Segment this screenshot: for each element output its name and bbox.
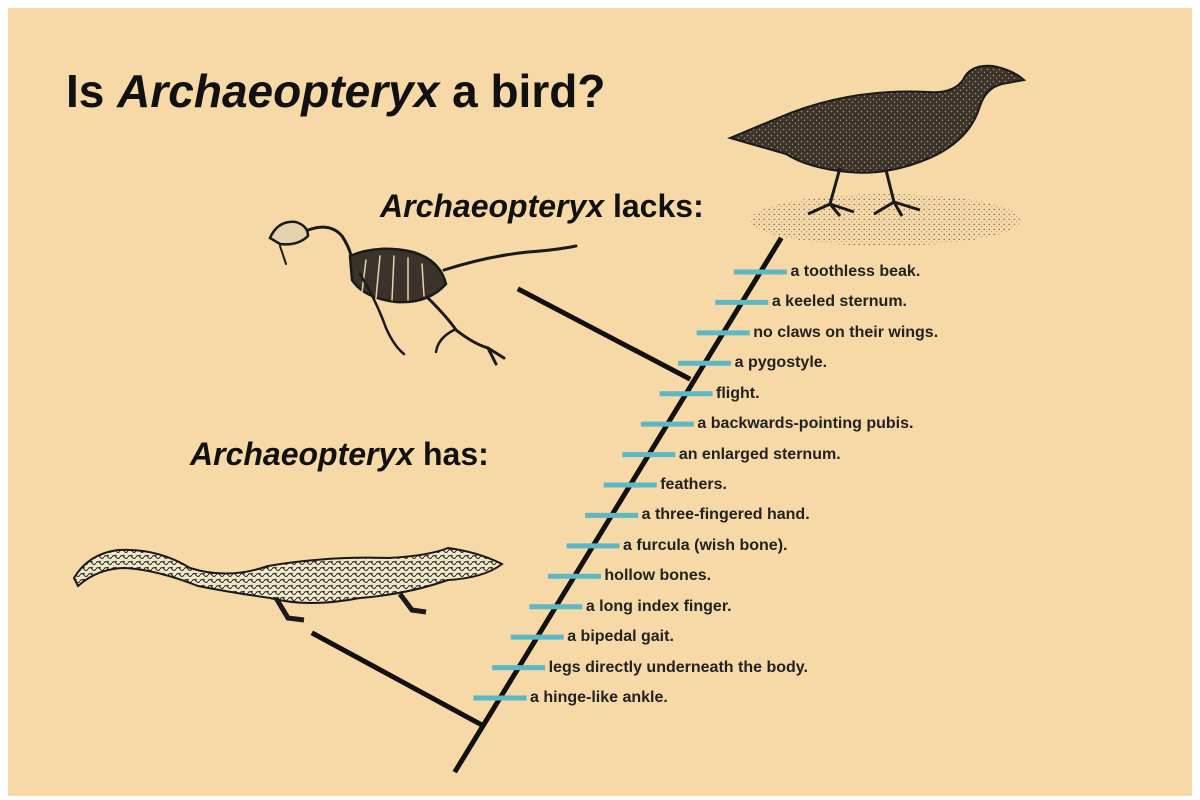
bird-body (730, 66, 1024, 173)
leg (428, 298, 504, 364)
crocodilian-branch (314, 634, 480, 724)
trait-label: a hinge-like ankle. (530, 688, 668, 708)
slide-title: Is Archaeopteryx a bird? (66, 64, 605, 118)
croc-body (74, 548, 502, 603)
crocodilian-drawing (74, 548, 502, 620)
lacks-heading: Archaeopteryx lacks: (380, 188, 704, 225)
tail (444, 246, 576, 270)
lacks-heading-suffix: lacks: (604, 188, 704, 224)
trait-label: no claws on their wings. (753, 323, 938, 343)
trait-label: a bipedal gait. (567, 627, 674, 647)
claw (436, 330, 454, 352)
trait-label: hollow bones. (604, 566, 711, 586)
title-suffix: a bird? (439, 65, 605, 117)
title-prefix: Is (66, 65, 117, 117)
has-heading: Archaeopteryx has: (190, 436, 489, 473)
title-genus-name: Archaeopteryx (117, 65, 439, 117)
has-heading-genus: Archaeopteryx (190, 436, 414, 472)
slide: Is Archaeopteryx a bird? Archaeopteryx l… (8, 8, 1192, 796)
archaeopteryx-branch (520, 290, 688, 378)
trait-label: a keeled sternum. (772, 292, 907, 312)
skull (270, 222, 308, 245)
trait-label: legs directly underneath the body. (549, 658, 808, 678)
cladogram-art (8, 8, 1192, 796)
trait-label: a long index finger. (586, 597, 732, 617)
trait-label: an enlarged sternum. (679, 445, 841, 465)
has-heading-suffix: has: (414, 436, 489, 472)
trait-label: a pygostyle. (735, 353, 827, 373)
trait-label: a toothless beak. (790, 262, 920, 282)
trait-label: a three-fingered hand. (642, 505, 810, 525)
trait-label: a backwards-pointing pubis. (697, 414, 913, 434)
trait-label: feathers. (660, 475, 727, 495)
trait-label: a furcula (wish bone). (623, 536, 787, 556)
jaw (280, 246, 286, 264)
modern-bird-drawing (730, 66, 1024, 246)
ground-patch (751, 194, 1021, 246)
trait-label: flight. (716, 384, 760, 404)
lacks-heading-genus: Archaeopteryx (380, 188, 604, 224)
neck (308, 227, 352, 260)
